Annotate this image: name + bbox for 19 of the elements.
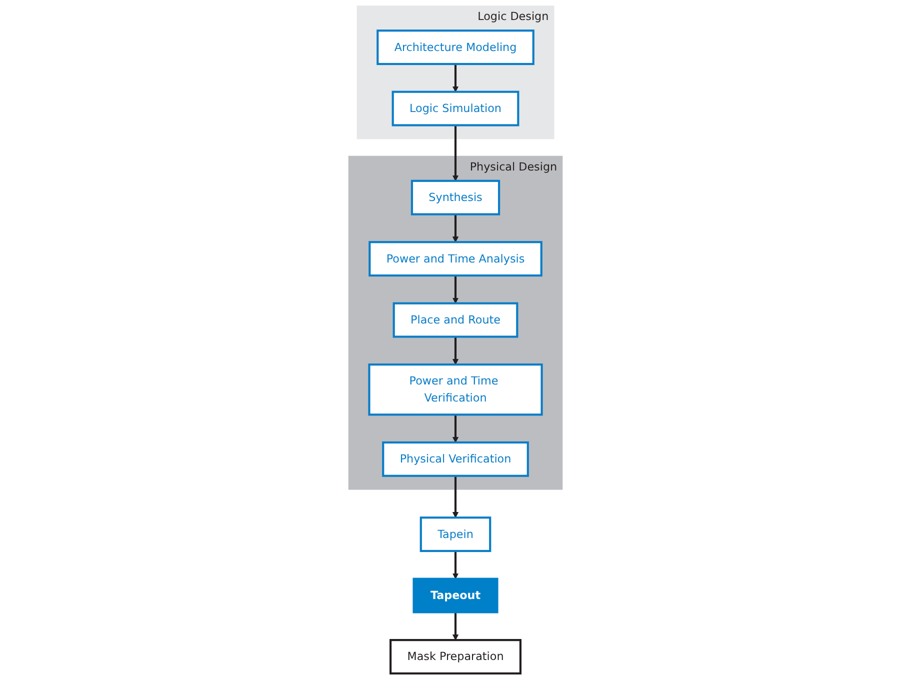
- node-box: Logic Simulation: [392, 90, 520, 126]
- arrow: [452, 551, 459, 580]
- node-box: Place and Route: [392, 302, 518, 338]
- node-box: Mask Preparation: [390, 639, 522, 674]
- arrow: [452, 125, 459, 182]
- arrow: [452, 612, 459, 640]
- arrow: [452, 276, 459, 304]
- node-box: Tapein: [420, 516, 492, 552]
- node-box: Physical Verification: [382, 441, 529, 477]
- node-box: Tapeout: [412, 578, 498, 614]
- arrow: [452, 476, 459, 518]
- node-box: Synthesis: [410, 180, 500, 216]
- arrow: [452, 336, 459, 365]
- node-box: Power and Time Verification: [368, 364, 543, 416]
- node-box: Architecture Modeling: [376, 30, 534, 66]
- node-box: Power and Time Analysis: [368, 241, 542, 277]
- arrow: [452, 414, 459, 443]
- arrow: [452, 214, 459, 242]
- arrow: [452, 64, 459, 92]
